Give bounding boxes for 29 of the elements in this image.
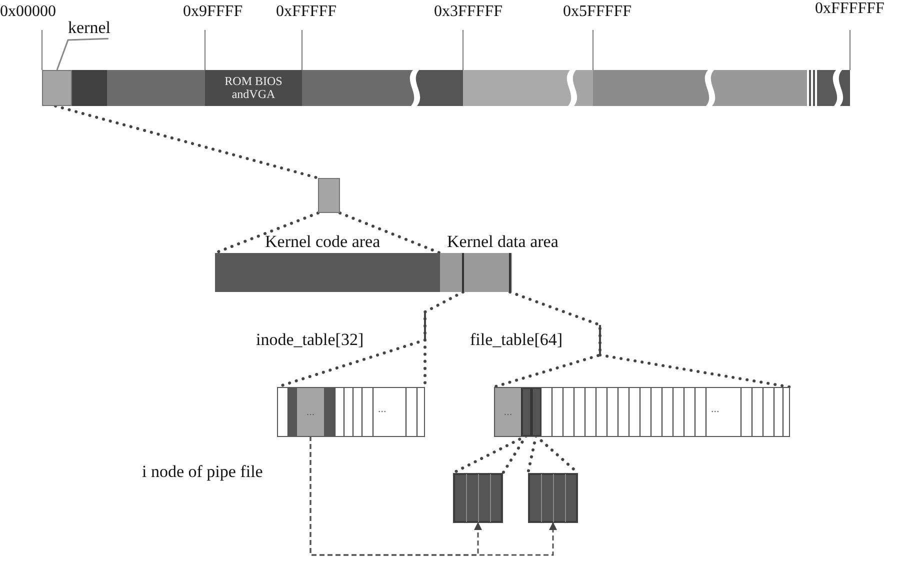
address-label: 0x3FFFFF [434,3,502,21]
table-entry: ... [495,388,521,436]
address-label: 0x5FFFFF [563,3,632,21]
table-entry [531,388,541,436]
buffer-block [453,473,503,523]
area-label: Kernel code area [265,231,380,252]
cell-caption: i node of pipe file [142,463,263,482]
zoom-guide-line [54,104,320,180]
ellipsis-mark: ... [711,403,720,416]
ellipsis-mark: ... [378,403,386,416]
address-label: 0x9FFFF [183,3,243,21]
address-label: 0xFFFFF [276,3,336,21]
table-entry: ... [297,388,324,436]
array-label: inode_table[32] [256,329,364,350]
memory-segment: ROM BIOS andVGA [205,70,302,106]
leader-line [56,38,108,70]
dashed-arrow [310,436,557,556]
zoom-square [318,178,340,213]
table-entry [521,388,531,436]
zoom-guide-line [452,434,528,474]
address-label: 0x00000 [0,3,56,21]
address-label: 0xFFFFFF [815,0,884,18]
area-label: Kernel data area [447,231,558,252]
array-label: file_table[64] [470,329,563,350]
zoom-guide-line [338,212,442,254]
zoom-guide-line [492,290,792,388]
callout-label: kernel [68,19,110,38]
buffer-block [528,473,578,523]
memory-segment [42,70,72,106]
